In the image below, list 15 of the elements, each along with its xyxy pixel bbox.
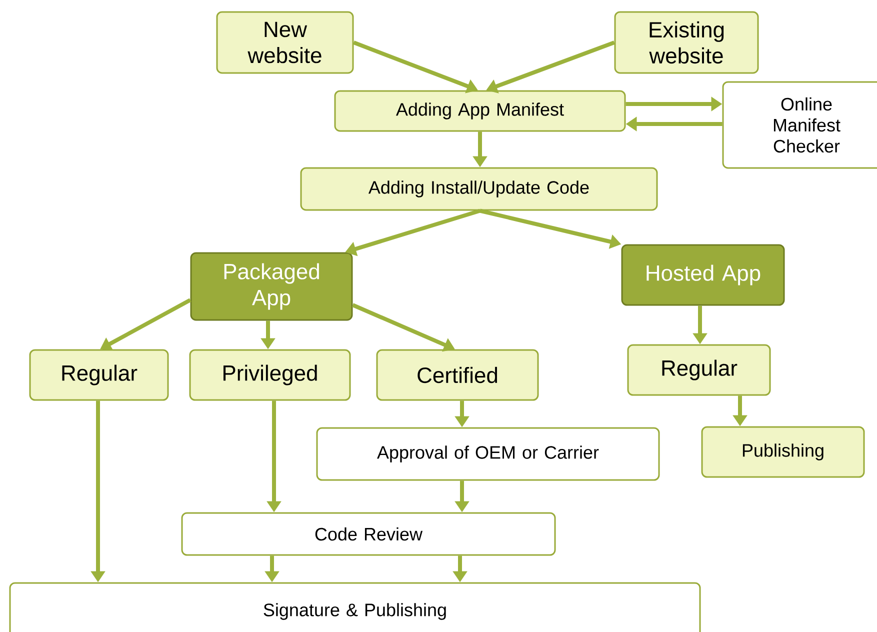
process-box: Existing website	[614, 11, 759, 74]
process-box: Signature & Publishing	[9, 582, 701, 632]
process-box: Privileged	[189, 349, 351, 401]
process-box: Code Review	[181, 512, 556, 556]
process-box: Certified	[376, 349, 539, 401]
category-box: Hosted App	[621, 244, 785, 306]
process-box: Publishing	[701, 426, 865, 478]
process-box: Adding App Manifest	[334, 90, 626, 132]
process-box: Adding Install/Update Code	[300, 167, 658, 211]
process-box: Regular	[29, 349, 169, 401]
category-box: Packaged App	[190, 252, 353, 321]
process-box: Regular	[627, 344, 771, 396]
process-box: Online Manifest Checker	[722, 81, 877, 169]
process-box: Approval of OEM or Carrier	[316, 427, 660, 481]
process-box: New website	[216, 11, 354, 74]
